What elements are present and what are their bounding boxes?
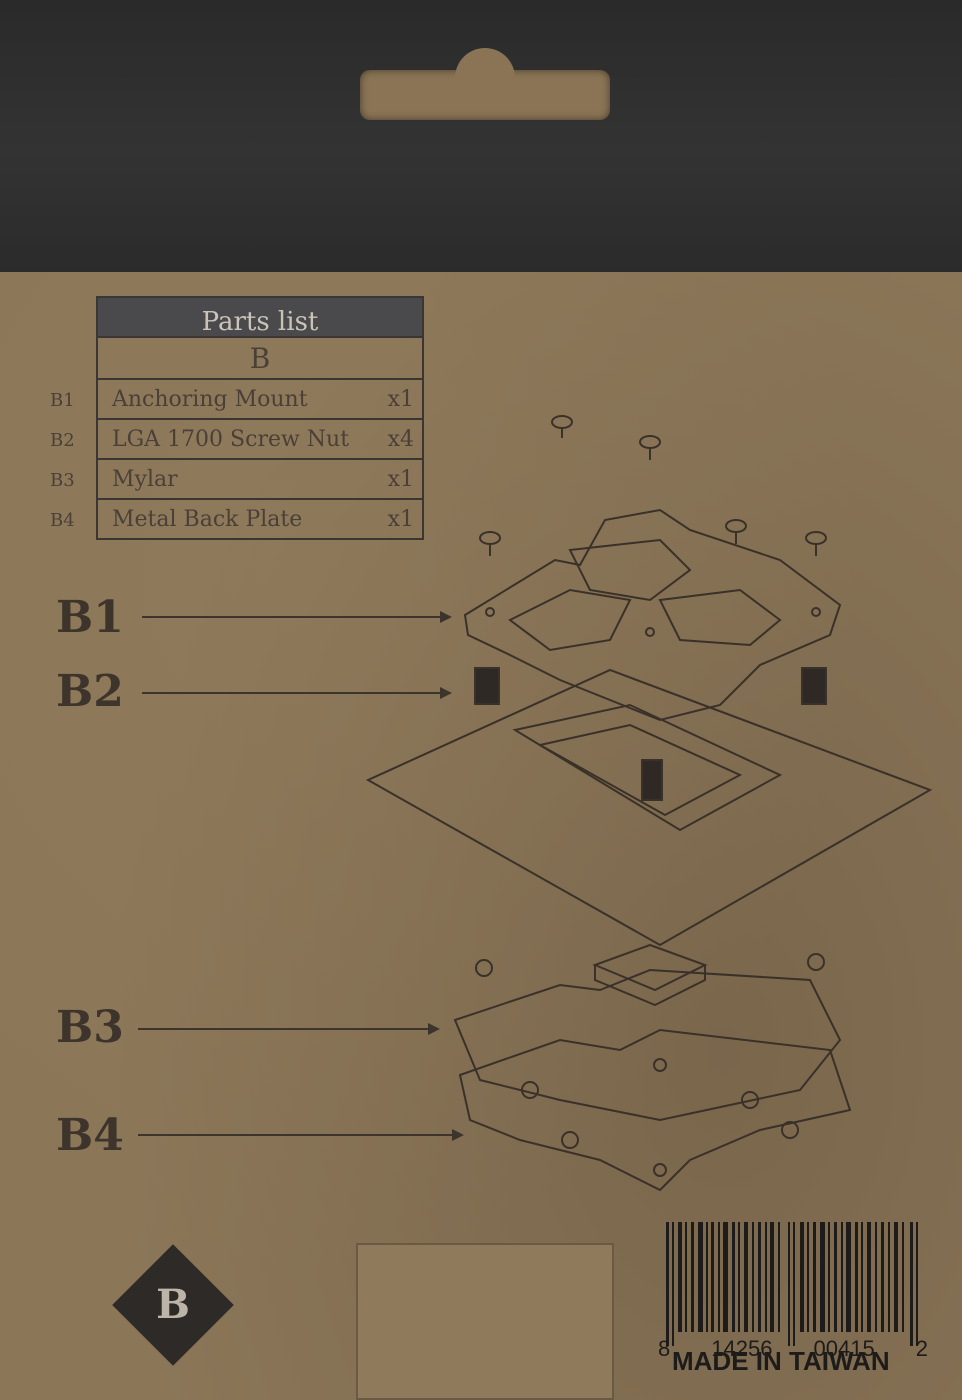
- dark-header-band: [0, 0, 962, 272]
- part-name: LGA 1700 Screw Nut: [112, 426, 350, 452]
- part-id: B1: [50, 389, 75, 411]
- part-qty: x1: [387, 386, 414, 412]
- exploded-assembly-diagram: [365, 415, 933, 1192]
- screw-nut-icon: [801, 667, 827, 705]
- parts-row: B3 Mylar x1: [40, 460, 426, 500]
- callout-arrow-b4: [138, 1129, 464, 1141]
- part-qty: x1: [387, 466, 414, 492]
- hang-tab-slot: [360, 48, 610, 120]
- barcode-group-1: 14256: [711, 1336, 773, 1361]
- part-name: Mylar: [112, 466, 178, 492]
- label-sticker-area: [356, 1243, 614, 1400]
- part-cell: Metal Back Plate x1: [96, 500, 424, 540]
- part-name: Anchoring Mount: [112, 386, 308, 412]
- part-cell: Mylar x1: [96, 460, 424, 500]
- screw-icon: [805, 531, 827, 556]
- motherboard-plane-drawing: [365, 668, 933, 947]
- parts-row: B2 LGA 1700 Screw Nut x4: [40, 420, 426, 460]
- mylar-drawing: [453, 953, 842, 1122]
- country-of-origin: MADE IN TAIWAN: [672, 1346, 890, 1376]
- part-id: B4: [50, 509, 75, 531]
- cpu-drawing: [592, 943, 708, 1007]
- barcode-digit-last: 2: [915, 1336, 928, 1361]
- screw-icon: [725, 519, 747, 544]
- screw-nut-icon: [474, 667, 500, 705]
- callout-arrow-b2: [142, 687, 452, 699]
- barcode-bars: [666, 1222, 918, 1346]
- part-id: B3: [50, 469, 75, 491]
- barcode-digits: 8 14256 00415 2: [658, 1336, 928, 1362]
- screw-icon: [639, 435, 661, 460]
- callout-arrow-b1: [142, 611, 452, 623]
- part-cell: LGA 1700 Screw Nut x4: [96, 420, 424, 460]
- parts-row: B4 Metal Back Plate x1: [40, 500, 426, 540]
- part-qty: x4: [387, 426, 414, 452]
- brand-badge-letter: B: [156, 1281, 190, 1328]
- parts-list-column-header: B: [96, 338, 424, 380]
- parts-list-table: Parts list B B1 Anchoring Mount x1 B2 LG…: [40, 296, 426, 540]
- parts-row: B1 Anchoring Mount x1: [40, 380, 426, 420]
- callout-label-b2: B2: [56, 666, 124, 717]
- parts-list-title: Parts list: [96, 296, 424, 338]
- metal-back-plate-drawing: [458, 1028, 852, 1192]
- screw-icon: [551, 415, 573, 438]
- callout-label-b4: B4: [56, 1110, 124, 1161]
- anchoring-mount-drawing: [463, 508, 842, 722]
- part-qty: x1: [387, 506, 414, 532]
- barcode-group-2: 00415: [813, 1336, 875, 1361]
- part-id: B2: [50, 429, 75, 451]
- barcode: 8 14256 00415 2: [658, 1208, 928, 1396]
- part-name: Metal Back Plate: [112, 506, 303, 532]
- barcode-digit-first: 8: [658, 1336, 671, 1361]
- callout-arrow-b3: [138, 1023, 440, 1035]
- screw-icon: [479, 531, 501, 556]
- callout-label-b1: B1: [56, 592, 124, 643]
- callout-label-b3: B3: [56, 1002, 124, 1053]
- part-cell: Anchoring Mount x1: [96, 380, 424, 420]
